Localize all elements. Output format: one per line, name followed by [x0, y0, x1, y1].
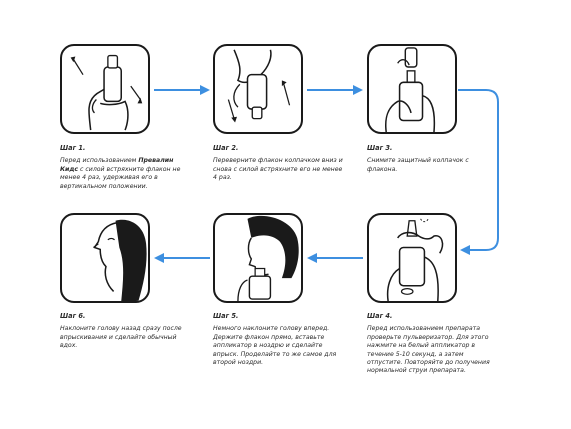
step-5-title: Шаг 5. — [213, 312, 239, 320]
step-3-caption: Шаг 3. Снимите защитный колпачок с флако… — [367, 144, 499, 174]
step-4-title: Шаг 4. — [367, 312, 393, 320]
shake-inverted-icon — [227, 49, 291, 123]
step-5-text: Немного наклоните голову вперед. Держите… — [213, 325, 337, 367]
step-6-caption: Шаг 6. Наклоните голову назад сразу посл… — [60, 312, 192, 351]
step-6-illustration — [60, 213, 150, 303]
test-spray-icon — [386, 218, 444, 301]
step-4-caption: Шаг 4. Перед использованием препарата пр… — [367, 312, 499, 376]
step-1-text: Перед использованием Превалин Кидс с сил… — [60, 157, 181, 190]
arrow-4-to-5 — [307, 253, 363, 263]
step-1-title: Шаг 1. — [60, 144, 86, 152]
arrow-1-to-2 — [154, 85, 210, 95]
step-4-illustration — [367, 213, 457, 303]
spray-nostril-icon — [237, 215, 299, 301]
step-2-caption: Шаг 2. Переверните флакон колпачком вниз… — [213, 144, 345, 183]
step-4-text: Перед использованием препарата проверьте… — [367, 325, 490, 375]
step-3-text: Снимите защитный колпачок с флакона. — [367, 157, 469, 173]
step-5-illustration — [213, 213, 303, 303]
shake-upright-icon — [70, 54, 143, 131]
step-5-caption: Шаг 5. Немного наклоните голову вперед. … — [213, 312, 345, 367]
arrow-5-to-6 — [154, 253, 210, 263]
step-2-illustration — [213, 44, 303, 134]
step-1-illustration — [60, 44, 150, 134]
step-2-text: Переверните флакон колпачком вниз и снов… — [213, 157, 343, 182]
step-3-illustration — [367, 44, 457, 134]
step-2-title: Шаг 2. — [213, 144, 239, 152]
step-1-caption: Шаг 1. Перед использованием Превалин Кид… — [60, 144, 192, 191]
arrow-2-to-3 — [307, 85, 363, 95]
remove-cap-icon — [384, 47, 436, 132]
step-6-title: Шаг 6. — [60, 312, 86, 320]
arrow-3-to-4 — [458, 89, 499, 255]
step-3-title: Шаг 3. — [367, 144, 393, 152]
product-name: Превалин Кидс — [60, 157, 174, 173]
step-6-text: Наклоните голову назад сразу после впрыс… — [60, 325, 182, 350]
tilt-head-back-icon — [93, 219, 147, 301]
